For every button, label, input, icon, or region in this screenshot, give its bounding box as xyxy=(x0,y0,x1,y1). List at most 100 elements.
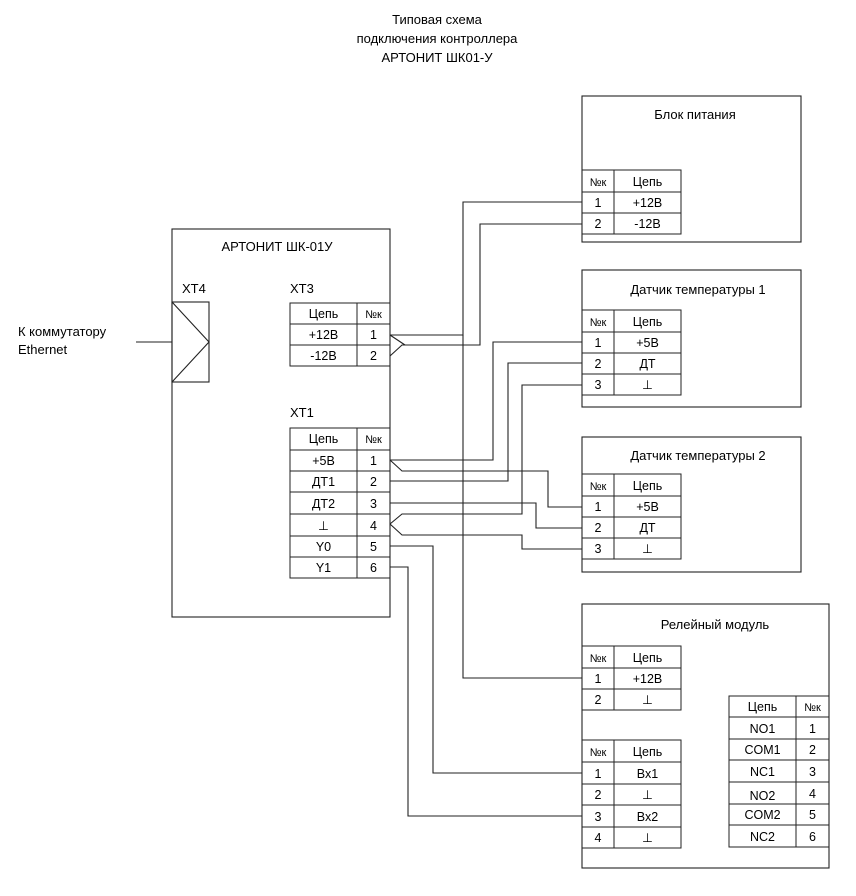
xt3-row2-num: 2 xyxy=(370,349,377,363)
s1-row1-num: 1 xyxy=(595,336,602,350)
xt1-row6-num: 6 xyxy=(370,561,377,575)
s1-header-circuit: Цепь xyxy=(633,315,662,329)
ro-row5-circuit: COM2 xyxy=(744,808,780,822)
xt1-header-circuit: Цепь xyxy=(309,432,338,446)
temp-sensor-1-table: №к Цепь 1 +5В 2 ДТ 3 ⊥ xyxy=(581,309,682,396)
xt1-row1-circuit: +5В xyxy=(312,454,335,468)
ps-row2-num: 2 xyxy=(595,217,602,231)
title-line-3: АРТОНИТ ШК01-У xyxy=(381,50,493,65)
rp-row2-num: 2 xyxy=(595,693,602,707)
controller-frame xyxy=(171,228,391,618)
s1-row3-num: 3 xyxy=(595,378,602,392)
xt4-connector-symbol xyxy=(171,301,210,383)
ps-header-circuit: Цепь xyxy=(633,175,662,189)
ps-row1-num: 1 xyxy=(595,196,602,210)
ethernet-connection: К коммутатору Ethernet xyxy=(18,324,172,357)
xt3-header-circuit: Цепь xyxy=(309,307,338,321)
temp-sensor-2-title: Датчик температуры 2 xyxy=(630,448,765,463)
wire-xt1-6-to-relay-in3 xyxy=(390,566,582,817)
wire-xt3-1-to-ps-1 xyxy=(390,201,582,336)
relay-module-title: Релейный модуль xyxy=(661,617,770,632)
s1-row3-circuit-cell xyxy=(613,373,682,396)
relay-power-table: №к Цепь 1 +12В 2 ⊥ xyxy=(581,645,682,711)
ri-header-circuit: Цепь xyxy=(633,745,662,759)
xt1-row4-circuit: ⊥ xyxy=(318,519,329,533)
xt1-table: Цепь №к +5В 1 ДТ1 2 ДТ2 3 ⊥ 4 Y0 5 Y1 xyxy=(289,427,391,579)
s2-row1-circuit: +5В xyxy=(636,500,659,514)
ri-row1-num: 1 xyxy=(595,767,602,781)
s1-row1-circuit: +5В xyxy=(636,336,659,350)
diagram-title: Типовая схема подключения контроллера АР… xyxy=(357,12,519,65)
xt3-row1-circuit: +12В xyxy=(309,328,339,342)
wire-xt1-5-to-relay-in1 xyxy=(390,545,582,774)
wire-xt1-3-to-s2-2 xyxy=(390,502,582,529)
s2-row3-circuit-cell xyxy=(613,537,682,560)
controller-block: АРТОНИТ ШК-01У XT4 XT3 Цепь №к +12В 1 -1… xyxy=(171,228,391,618)
ri-header-num: №к xyxy=(590,747,607,759)
ro-row6-circuit: NC2 xyxy=(750,830,775,844)
relay-module-frame xyxy=(581,603,830,869)
xt3-header-num: №к xyxy=(365,309,382,321)
xt3-row2-circuit: -12В xyxy=(310,349,336,363)
xt4-frame xyxy=(171,301,210,383)
xt3-label: XT3 xyxy=(290,281,314,296)
temp-sensor-1-title: Датчик температуры 1 xyxy=(630,282,765,297)
temp-sensor-2-table: №к Цепь 1 +5В 2 ДТ 3 ⊥ xyxy=(581,473,682,560)
ri-row4-num: 4 xyxy=(595,831,602,845)
s2-row2-circuit: ДТ xyxy=(639,521,655,535)
rp-row1-num: 1 xyxy=(595,672,602,686)
rp-row1-circuit: +12В xyxy=(633,672,663,686)
ri-row3-num: 3 xyxy=(595,810,602,824)
ro-row2-num: 2 xyxy=(809,743,816,757)
wire-xt1-1-to-s1-1 xyxy=(390,341,582,461)
ri-row2-circuit: ⊥ xyxy=(642,788,653,802)
controller-name: АРТОНИТ ШК-01У xyxy=(221,239,333,254)
xt1-row3-circuit: ДТ2 xyxy=(312,497,335,511)
ro-row2-circuit: COM1 xyxy=(744,743,780,757)
temp-sensor-2-block: Датчик температуры 2 №к Цепь 1 +5В 2 ДТ … xyxy=(581,436,802,573)
s1-row2-circuit: ДТ xyxy=(639,357,655,371)
s2-row3-num: 3 xyxy=(595,542,602,556)
wire-xt1-4-to-s2-3 xyxy=(389,523,582,550)
wires xyxy=(389,201,582,817)
xt1-row2-num: 2 xyxy=(370,475,377,489)
ro-row1-num: 1 xyxy=(809,722,816,736)
rp-row2-circuit: ⊥ xyxy=(642,693,653,707)
xt1-row1-num: 1 xyxy=(370,454,377,468)
xt1-row3-num: 3 xyxy=(370,497,377,511)
xt1-row5-circuit: Y0 xyxy=(316,540,331,554)
ro-row1-circuit: NO1 xyxy=(750,722,776,736)
xt1-row6-circuit: Y1 xyxy=(316,561,331,575)
s1-header-num: №к xyxy=(590,317,607,329)
ethernet-label-line-1: К коммутатору xyxy=(18,324,107,339)
xt1-label: XT1 xyxy=(290,405,314,420)
title-line-2: подключения контроллера xyxy=(357,31,519,46)
wire-xt1-2-to-s1-2 xyxy=(390,362,582,482)
ri-row4-circuit-cell xyxy=(613,826,682,849)
xt1-row4-num: 4 xyxy=(370,519,377,533)
xt3-row1-num: 1 xyxy=(370,328,377,342)
s2-header-num: №к xyxy=(590,481,607,493)
power-supply-title: Блок питания xyxy=(654,107,735,122)
ro-row4-num: 4 xyxy=(809,787,816,801)
ro-row5-num: 5 xyxy=(809,808,816,822)
xt4-label: XT4 xyxy=(182,281,206,296)
wire-xt3-2-to-ps-2 xyxy=(389,223,582,357)
ps-row1-circuit: +12В xyxy=(633,196,663,210)
wire-xt3-twist xyxy=(389,334,406,346)
relay-module-block: Релейный модуль №к Цепь 1 +12В 2 ⊥ №к Це… xyxy=(581,603,830,869)
xt1-row5-num: 5 xyxy=(370,540,377,554)
ro-row6-num: 6 xyxy=(809,830,816,844)
ps-row2-circuit: -12В xyxy=(634,217,660,231)
xt1-header-num: №к xyxy=(365,434,382,446)
relay-input-table: №к Цепь 1 Вх1 2 ⊥ 3 Вх2 4 ⊥ xyxy=(581,739,682,849)
xt1-row2-circuit: ДТ1 xyxy=(312,475,335,489)
temp-sensor-1-block: Датчик температуры 1 №к Цепь 1 +5В 2 ДТ … xyxy=(581,269,802,408)
rp-row2-circuit-cell xyxy=(613,688,682,711)
title-line-1: Типовая схема xyxy=(392,12,483,27)
s2-row3-circuit: ⊥ xyxy=(642,542,653,556)
xt4-connector xyxy=(171,301,210,383)
ri-row4-circuit: ⊥ xyxy=(642,831,653,845)
ethernet-label-line-2: Ethernet xyxy=(18,342,68,357)
